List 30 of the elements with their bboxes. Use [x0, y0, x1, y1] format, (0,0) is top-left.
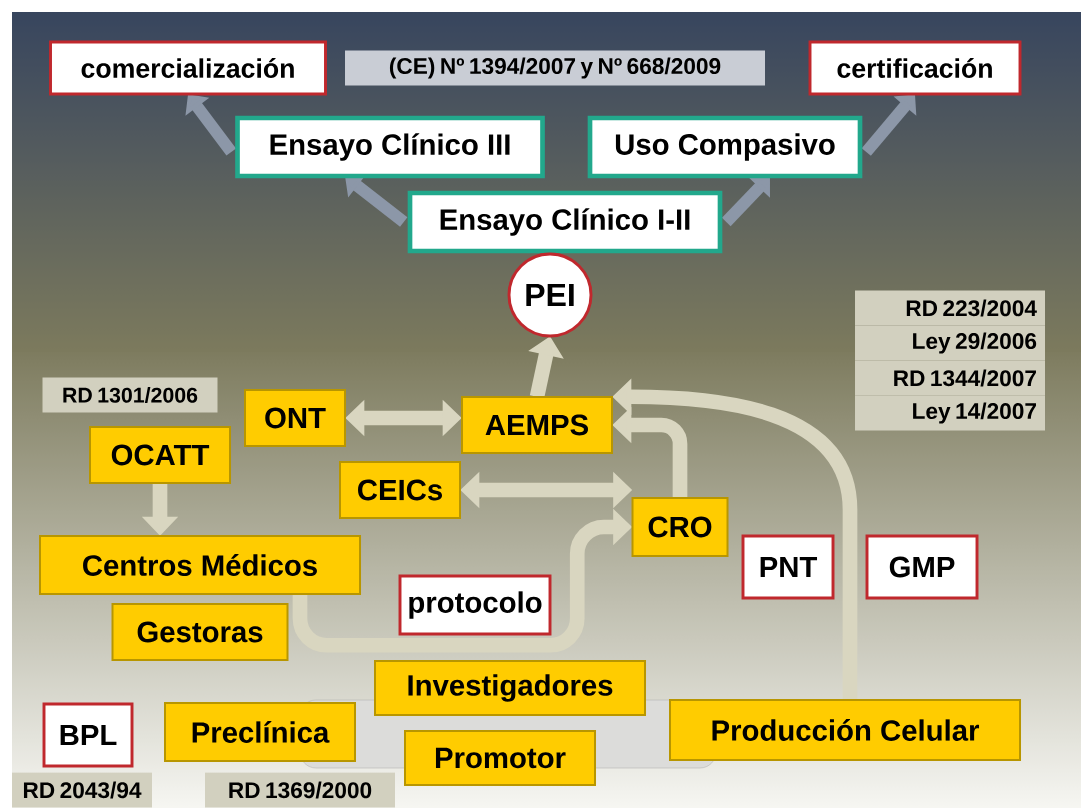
process-box: Centros Médicos [39, 535, 361, 595]
process-box: Ensayo Clínico III [235, 115, 545, 179]
law-reference: RD 2043/94 [12, 772, 152, 808]
law-reference: RD 1301/2006 [42, 377, 218, 413]
process-box: Promotor [404, 730, 596, 786]
law-reference: RD 1344/2007 [855, 360, 1045, 396]
process-box: PNT [741, 534, 835, 600]
process-box: protocolo [398, 574, 552, 636]
law-reference: Ley 14/2007 [855, 395, 1045, 431]
process-box: Investigadores [374, 660, 646, 716]
arrow [185, 94, 237, 156]
arrow [861, 94, 917, 156]
process-box: ONT [244, 389, 346, 447]
process-box: CRO [631, 497, 729, 557]
law-reference: (CE) Nº 1394/2007 y Nº 668/2009 [345, 50, 765, 86]
process-box: AEMPS [461, 396, 613, 454]
process-box: Preclínica [164, 702, 356, 762]
law-reference: RD 223/2004 [855, 290, 1045, 326]
process-box: CEICs [339, 461, 461, 519]
process-box: certificación [808, 40, 1022, 96]
law-reference: Ley 29/2006 [855, 325, 1045, 361]
process-box: OCATT [89, 426, 231, 484]
law-reference: RD 1369/2000 [205, 772, 395, 808]
process-box: Uso Compasivo [587, 115, 863, 179]
process-box: comercialización [49, 40, 327, 96]
process-box: Producción Celular [669, 699, 1021, 761]
process-box: BPL [42, 702, 134, 768]
process-box: Gestoras [111, 603, 289, 661]
process-box: GMP [865, 534, 979, 600]
arrow [721, 176, 770, 227]
